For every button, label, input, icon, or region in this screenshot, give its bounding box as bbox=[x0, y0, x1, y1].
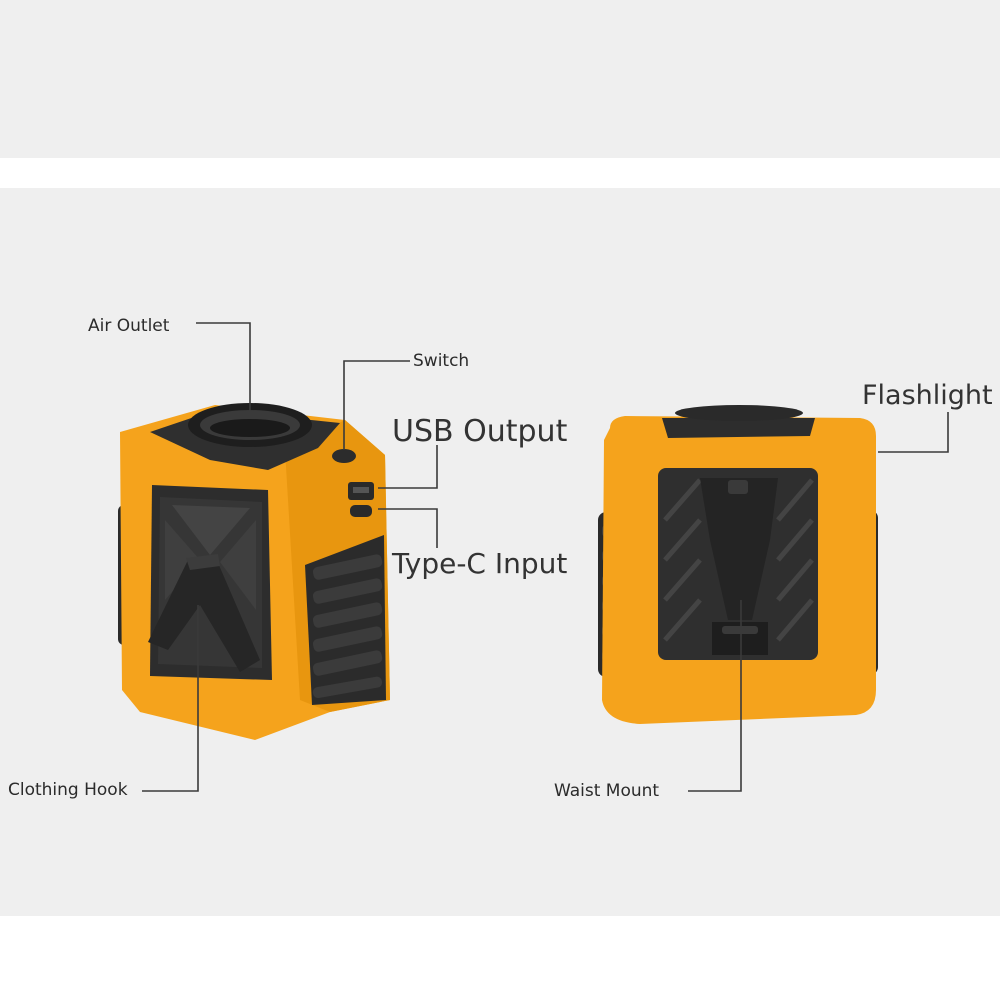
flashlight-lens bbox=[662, 418, 815, 438]
leader-lines bbox=[142, 322, 949, 792]
clothing-hook-label: Clothing Hook bbox=[8, 780, 128, 800]
type-c-port bbox=[350, 505, 372, 517]
device-back-view bbox=[598, 405, 878, 724]
switch-label: Switch bbox=[413, 351, 470, 371]
side-grip-ribs bbox=[305, 535, 386, 705]
usb-output-label: USB Output bbox=[392, 414, 568, 449]
flashlight-label: Flashlight bbox=[862, 380, 993, 411]
device-front-view bbox=[118, 403, 390, 740]
waist-mount-label: Waist Mount bbox=[554, 781, 660, 801]
air-outlet-ring bbox=[188, 403, 312, 447]
clothing-hook bbox=[148, 554, 260, 672]
air-outlet-label: Air Outlet bbox=[88, 316, 170, 336]
type-c-input-label: Type-C Input bbox=[392, 547, 568, 580]
waist-clip bbox=[700, 478, 778, 655]
switch-button bbox=[332, 449, 356, 463]
top-background-band bbox=[0, 0, 1000, 158]
